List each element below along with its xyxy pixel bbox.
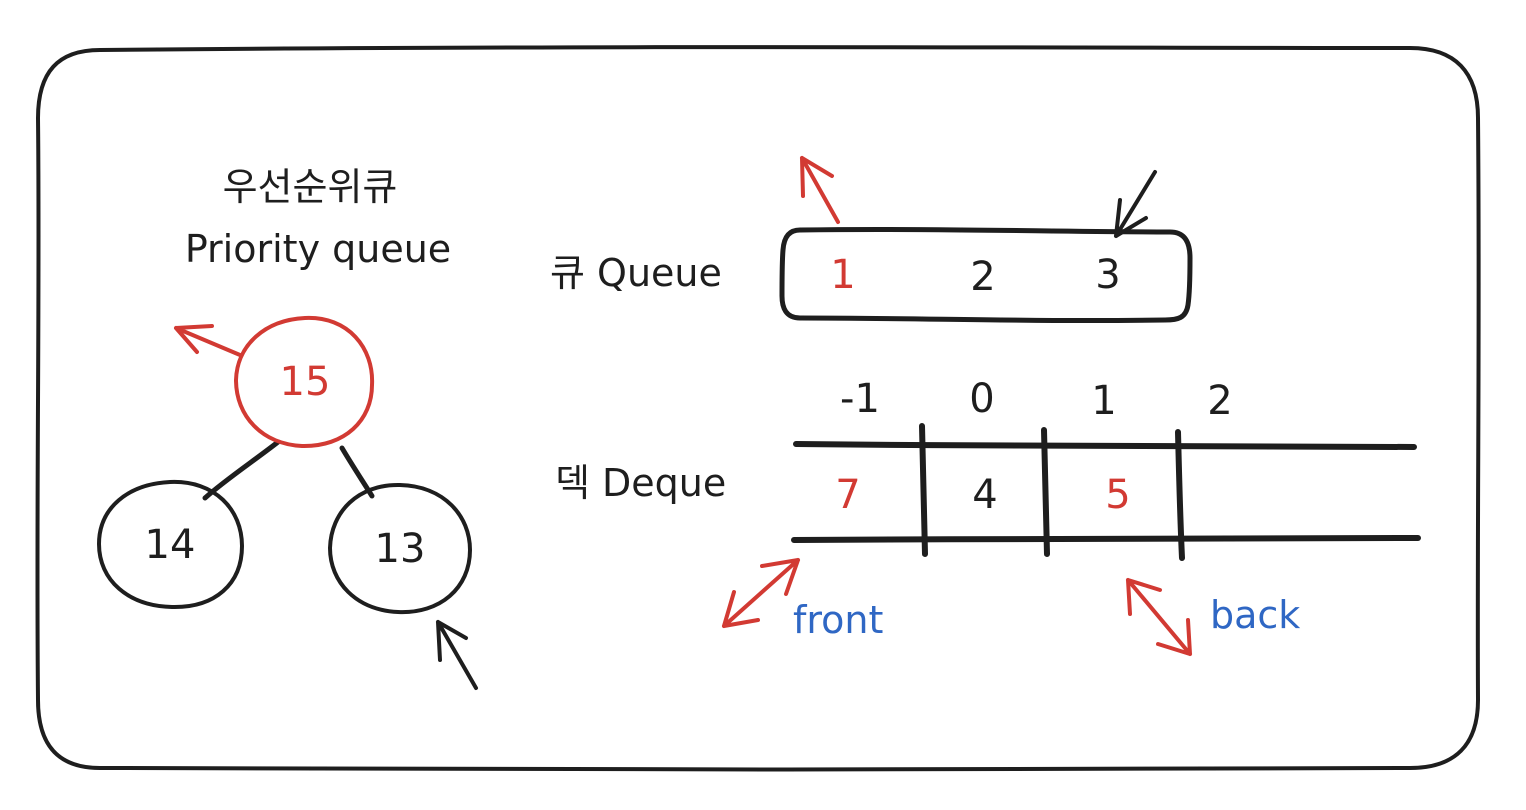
deque-index-3: 2 bbox=[1207, 378, 1232, 424]
deque-top-line bbox=[793, 441, 1417, 450]
priority-queue-section: 우선순위큐 Priority queue 15 14 13 bbox=[97, 165, 478, 690]
tree-node-root: 15 bbox=[280, 359, 331, 405]
deque-index-2: 1 bbox=[1091, 378, 1116, 424]
priority-queue-title-en: Priority queue bbox=[185, 227, 451, 271]
queue-box bbox=[779, 226, 1193, 324]
deque-section: 덱 Deque -1 0 1 2 7 4 5 front back bbox=[555, 376, 1421, 656]
outer-frame bbox=[35, 45, 1481, 772]
tree-node-root-circle bbox=[234, 315, 375, 449]
queue-section: 큐 Queue 1 2 3 bbox=[550, 156, 1193, 324]
pq-enqueue-arrow bbox=[436, 620, 478, 690]
tree-node-left: 14 bbox=[145, 522, 196, 568]
pq-dequeue-arrow bbox=[174, 324, 242, 357]
deque-index-0: -1 bbox=[840, 376, 880, 422]
queue-dequeue-arrow bbox=[800, 156, 840, 224]
deque-bottom-line bbox=[791, 535, 1421, 543]
deque-divider-3 bbox=[1175, 429, 1185, 561]
queue-item-2: 2 bbox=[970, 254, 995, 300]
tree-node-left-circle bbox=[97, 479, 244, 610]
queue-item-3: 3 bbox=[1095, 252, 1120, 298]
deque-cell-0: 7 bbox=[835, 472, 860, 518]
deque-index-1: 0 bbox=[969, 376, 994, 422]
deque-front-arrow bbox=[722, 558, 800, 628]
tree-edge-left bbox=[202, 439, 281, 501]
deque-cell-2: 5 bbox=[1105, 472, 1130, 518]
deque-front-label: front bbox=[793, 598, 883, 642]
deque-label: 덱 Deque bbox=[555, 461, 726, 505]
deque-back-label: back bbox=[1210, 593, 1300, 637]
queue-enqueue-arrow bbox=[1114, 170, 1157, 238]
queue-label: 큐 Queue bbox=[550, 251, 722, 295]
priority-queue-title-ko: 우선순위큐 bbox=[223, 165, 398, 209]
deque-cell-1: 4 bbox=[972, 472, 997, 518]
deque-divider-1 bbox=[919, 423, 928, 557]
tree-node-right-circle bbox=[328, 482, 472, 615]
deque-back-arrow bbox=[1126, 578, 1192, 656]
deque-divider-2 bbox=[1041, 427, 1050, 557]
tree-node-right: 13 bbox=[375, 526, 426, 572]
queue-item-1: 1 bbox=[830, 252, 855, 298]
